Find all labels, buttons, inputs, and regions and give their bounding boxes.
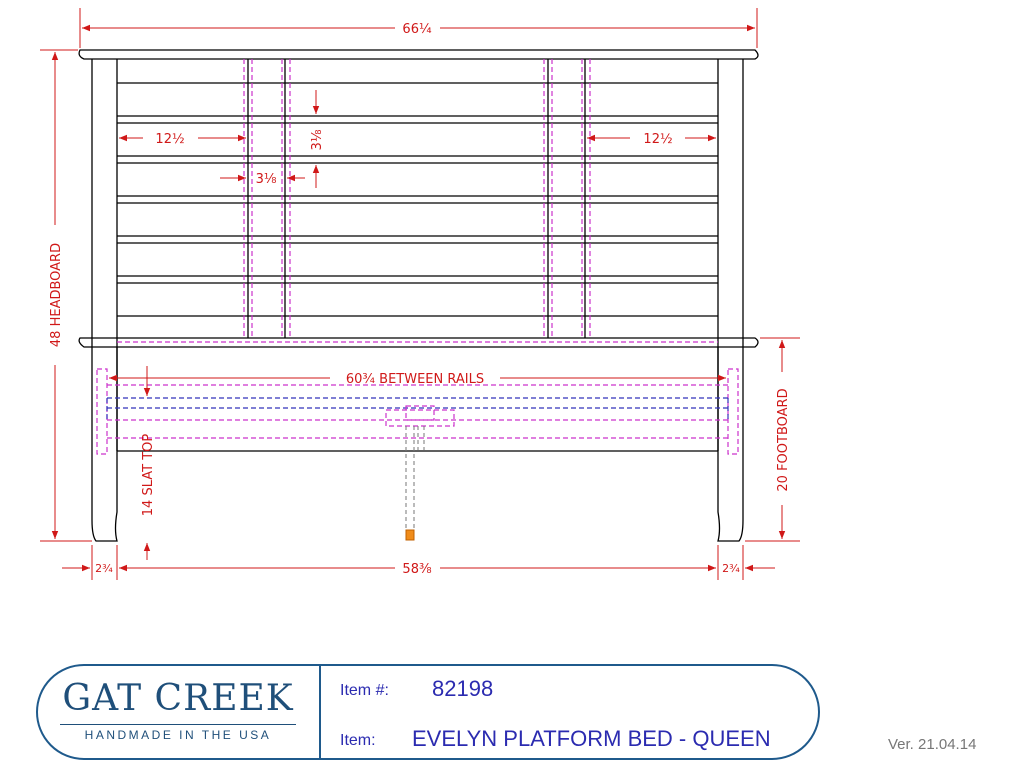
dim-right-post: 2¾ [722,562,740,575]
title-block-frame [36,664,820,760]
dim-headboard-height: 48 HEADBOARD [49,243,64,347]
dim-left-panel: 12½ [155,132,184,147]
center-support-leg [385,405,455,541]
title-block: GAT CREEK HANDMADE IN THE USA Item #: 82… [36,664,820,760]
dim-inner-width: 58⅜ [402,562,432,577]
brand-logo-rule [60,724,296,725]
dim-left-post: 2¾ [95,562,113,575]
item-number-value: 82198 [432,676,494,701]
footboard [96,347,739,541]
item-number-label: Item #: [340,682,389,699]
item-name-value: EVELYN PLATFORM BED - QUEEN [412,726,771,751]
dim-overall-width: 66¼ [402,22,432,37]
headboard [78,49,759,542]
dim-between-rails: 60¾ BETWEEN RAILS [346,372,484,387]
title-block-divider [319,664,321,760]
brand-logo-name: GAT CREEK [62,678,294,719]
dimension-lines [40,8,800,580]
version-label: Ver. 21.04.14 [888,736,977,753]
hidden-stiles [243,59,591,338]
dim-stile-gap: 3⅛ [256,172,277,187]
brand-tagline: HANDMADE IN THE USA [84,728,272,742]
dim-right-panel: 12½ [643,132,672,147]
headboard-slats [117,82,718,317]
dim-footboard-height: 20 FOOTBOARD [776,388,791,491]
item-name-label: Item: [340,732,376,749]
dim-slat-spacing: 3⅛ [310,129,325,150]
dim-slat-top: 14 SLAT TOP [141,434,156,517]
